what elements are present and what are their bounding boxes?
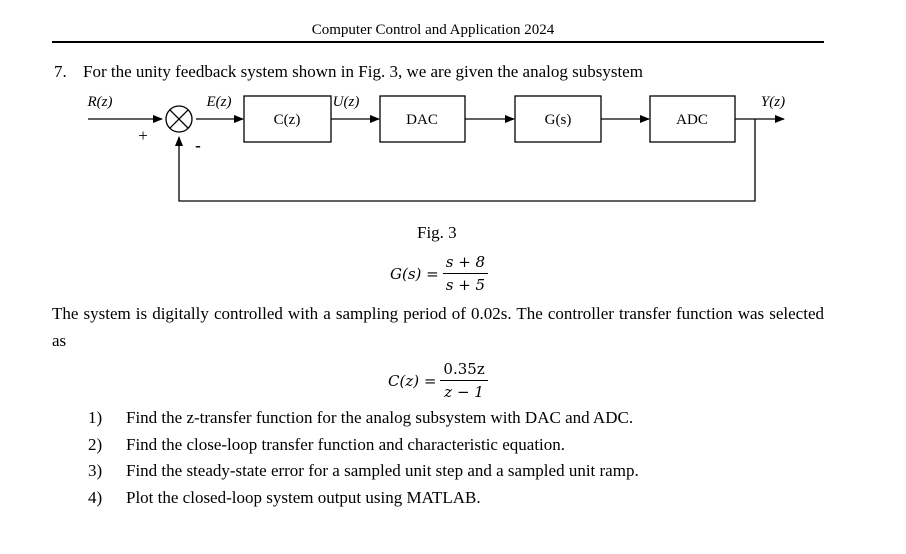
task-number: 2)	[88, 435, 103, 454]
task-text: Find the close-loop transfer function an…	[126, 435, 566, 454]
plant-denominator: s + 5	[445, 276, 486, 294]
task-number: 3)	[88, 461, 103, 480]
controller-block-label: C(z)	[274, 112, 301, 128]
header-rule	[52, 41, 824, 43]
controller-block	[243, 95, 332, 143]
controller-equation: C(z) =0.35z z − 1	[388, 360, 488, 401]
controller-numerator: 0.35z	[440, 360, 488, 381]
plant-equation-lhs: G(s) =	[390, 264, 439, 283]
dac-block-label: DAC	[406, 112, 438, 128]
error-label: E(z)	[206, 94, 232, 110]
page-header: Computer Control and Application 2024	[311, 22, 555, 38]
controller-denominator: z − 1	[444, 383, 484, 401]
controller-fraction: 0.35z z − 1	[440, 360, 488, 401]
summing-junction	[165, 105, 193, 133]
block-diagram: C(z) DAC G(s) ADC R(z) E(z) U(z) Y(z) + …	[87, 94, 785, 202]
adc-block	[649, 95, 736, 143]
adc-block-label: ADC	[676, 112, 708, 128]
question-number: 7.	[54, 62, 67, 81]
minus-sign: -	[195, 136, 201, 155]
task-text: Find the z-transfer function for the ana…	[126, 408, 634, 427]
plus-sign: +	[138, 126, 148, 145]
problem-paragraph: The system is digitally controlled with …	[52, 304, 824, 350]
plant-equation: G(s) =s + 8 s + 5	[390, 253, 489, 294]
plant-block-label: G(s)	[545, 112, 572, 128]
task-number: 1)	[88, 408, 103, 427]
controller-equation-lhs: C(z) =	[388, 371, 437, 390]
plant-fraction: s + 8 s + 5	[442, 253, 489, 294]
output-label: Y(z)	[761, 94, 785, 110]
feedback-path	[175, 119, 756, 202]
task-number: 4)	[88, 488, 103, 507]
figure-caption: Fig. 3	[417, 223, 457, 242]
dac-block	[379, 95, 466, 143]
task-text: Find the steady-state error for a sample…	[126, 461, 639, 480]
plant-numerator: s + 8	[442, 253, 489, 274]
input-label: R(z)	[87, 94, 113, 110]
plant-block	[514, 95, 602, 143]
task-text: Plot the closed-loop system output using…	[126, 488, 481, 507]
control-label: U(z)	[333, 94, 360, 110]
question-text: For the unity feedback system shown in F…	[83, 62, 643, 81]
